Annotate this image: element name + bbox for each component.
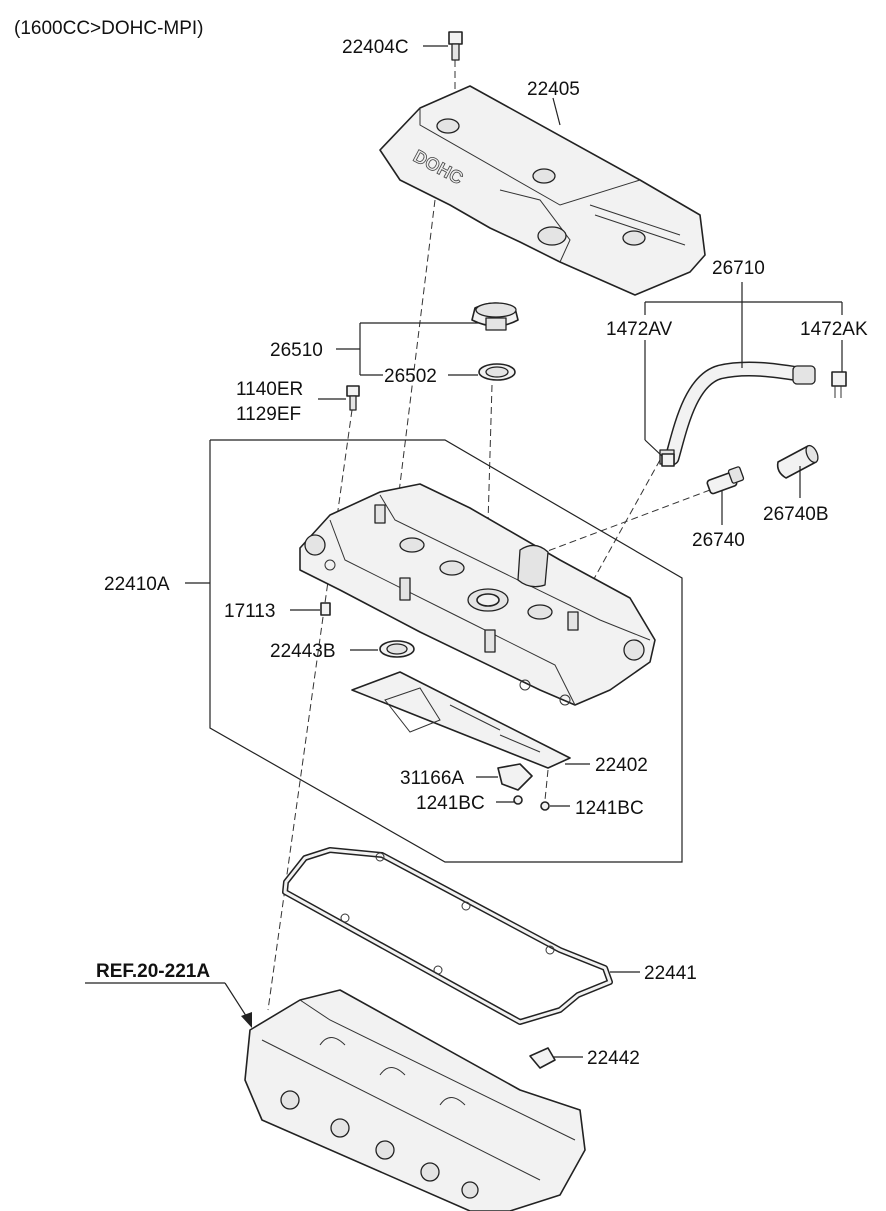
label-22402: 22402 [595,755,648,776]
pcv-hose-26740b [776,444,819,479]
baffle-plate-22402 [351,671,571,769]
label-31166a: 31166A [400,768,464,789]
label-26710: 26710 [712,258,765,279]
seal-22443b [379,640,415,658]
label-1472av: 1472AV [606,319,673,340]
rocker-cover-22410a [299,483,656,706]
label-1472ak: 1472AK [800,319,868,340]
label-22441: 22441 [644,963,697,984]
reference-label: REF.20-221A [96,961,210,982]
bracket-31166a [497,763,533,791]
label-1140er: 1140ER [236,379,303,400]
oil-filler-cap-26510 [471,302,519,331]
part-17113 [320,602,331,616]
label-22410a: 22410A [104,574,170,595]
bolt-1140er [346,385,360,411]
label-22442: 22442 [587,1048,640,1069]
pcv-hose-26710 [659,361,816,466]
leader-lines [85,45,843,1058]
label-1129ef: 1129EF [236,404,301,425]
pcv-valve-26740 [706,466,745,495]
bolt-22404c [448,31,463,61]
screw-1241bc-a [513,795,523,805]
assembly-frame-22410a [209,439,683,863]
label-1241bc-b: 1241BC [575,798,644,819]
cylinder-head [244,989,586,1211]
screw-1241bc-b [540,801,550,811]
label-26740b: 26740B [763,504,829,525]
label-26740: 26740 [692,530,745,551]
engine-cover-22405: DOHC [379,85,706,296]
hose-clamp-1472av [661,453,675,467]
label-26510: 26510 [270,340,323,361]
cover-gasket-22441 [282,847,613,1025]
label-22443b: 22443B [270,641,336,662]
label-22405: 22405 [527,79,580,100]
plug-22442 [529,1047,556,1069]
label-22404c: 22404C [342,37,409,58]
label-26502: 26502 [384,366,437,387]
cap-gasket-26502 [478,363,516,381]
hose-clamp-1472ak [831,371,847,398]
label-17113: 17113 [224,601,275,622]
diagram-title: (1600CC>DOHC-MPI) [14,18,204,39]
label-1241bc-a: 1241BC [416,793,485,814]
